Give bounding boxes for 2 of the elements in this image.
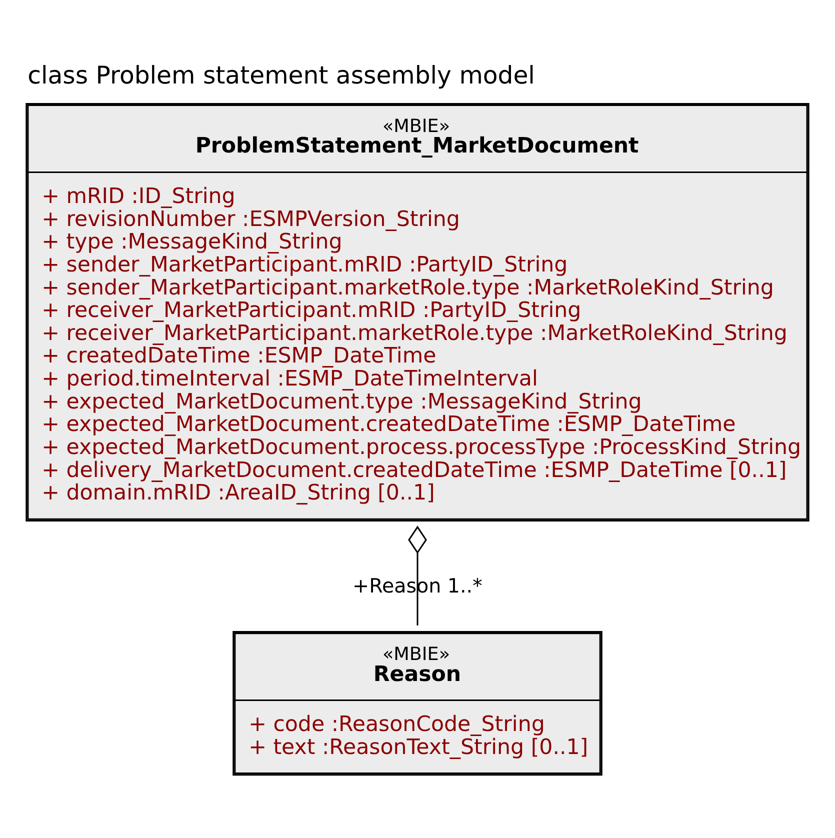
diagram-title: class Problem statement assembly model	[28, 60, 535, 90]
connector	[408, 525, 427, 625]
